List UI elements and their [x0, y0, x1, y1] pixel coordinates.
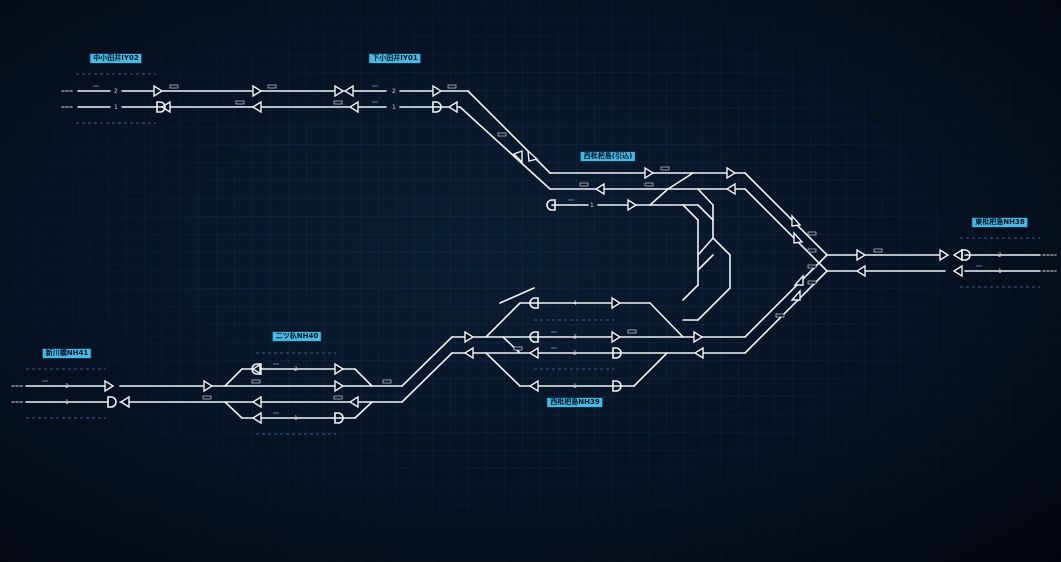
route-ticks	[42, 85, 982, 414]
track-number: 4	[573, 300, 577, 307]
station-label-shinkawabashi[interactable]: 新川橋NH41	[42, 349, 92, 358]
track-number: 2	[294, 366, 298, 373]
signals	[104, 84, 963, 425]
track-number: 3	[573, 334, 577, 341]
track-number: 2	[392, 88, 396, 95]
track-number: 1	[590, 202, 594, 209]
track-numbers: 2 1 2 1 1 2 1 2 1 2 1 4 3 2 1	[65, 88, 1002, 422]
track-number: 2	[998, 252, 1002, 259]
track-number: 1	[65, 399, 69, 406]
stop-markers	[107, 101, 971, 424]
station-label-shimoodai[interactable]: 下小田井IY01	[369, 54, 421, 63]
track-number: 1	[294, 415, 298, 422]
track-number: 2	[65, 383, 69, 390]
track-number: 1	[573, 383, 577, 390]
platform-markers	[26, 73, 1040, 435]
track-number: 1	[392, 104, 396, 111]
station-label-futatsuiri[interactable]: 二ツ杁NH40	[272, 332, 322, 341]
station-label-higashibiwajima[interactable]: 東枇杷島NH38	[972, 218, 1028, 227]
track-number: 2	[573, 350, 577, 357]
station-label-nishibiwajima[interactable]: 西枇杷島NH39	[547, 398, 603, 407]
track-circuit-indicators	[169, 84, 883, 400]
track-number: 1	[114, 104, 118, 111]
track-number: 1	[998, 268, 1002, 275]
station-label-nakaodai[interactable]: 中小田井IY02	[90, 54, 142, 63]
track-number: 2	[114, 88, 118, 95]
station-label-nishibiwajima-siding[interactable]: 西枇杷島(引込)	[580, 152, 636, 161]
